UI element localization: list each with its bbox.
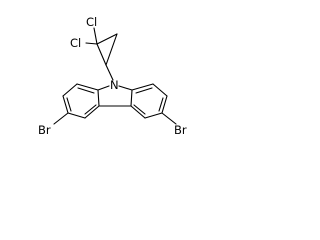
- bond-n-c8a: [118, 85, 133, 91]
- bond-r3: [161, 95, 168, 114]
- bond-r-inner-1: [135, 87, 153, 94]
- bromine-label-right: Br: [174, 123, 187, 137]
- bond-c-br-left: [53, 112, 69, 125]
- bond-ccl-cch2: [96, 33, 118, 45]
- bond-r-inner-2: [158, 97, 164, 112]
- bond-ccl-cl2: [85, 42, 98, 45]
- bond-l-inner-2: [66, 97, 72, 112]
- bond-l4: [67, 112, 86, 119]
- chlorine-label-1: Cl: [86, 15, 97, 29]
- bond-c-br-right: [161, 112, 177, 125]
- chlorine-label-2: Cl: [70, 36, 81, 50]
- bond-ccl-cn: [96, 43, 107, 66]
- bond-r1: [131, 83, 154, 91]
- bond-n-c9a: [97, 85, 110, 91]
- bond-c9a-c4a: [97, 89, 100, 107]
- bond-l-inner-3: [84, 104, 97, 115]
- bond-ccl-cl1: [93, 27, 98, 45]
- bond-l-inner-1: [77, 87, 95, 94]
- bond-n-cyclopropyl: [105, 64, 114, 81]
- pyrrole-ring: [97, 85, 133, 107]
- bond-l5: [84, 105, 100, 119]
- right-benzene-ring: [130, 83, 177, 125]
- bond-l1: [76, 83, 99, 91]
- bromine-label-left: Br: [38, 123, 51, 137]
- bond-l2: [62, 83, 78, 97]
- nitrogen-label: N: [110, 78, 119, 92]
- bond-r2: [152, 83, 168, 97]
- bond-r5: [130, 105, 146, 119]
- bond-r4: [144, 112, 163, 119]
- bond-r-inner-3: [133, 104, 146, 115]
- bond-cch2-cn: [105, 33, 118, 66]
- molecule-canvas: Cl Cl N Br Br: [0, 0, 225, 152]
- bond-c8a-c4b: [130, 89, 133, 107]
- cyclopropane-ring: [85, 27, 118, 66]
- left-benzene-ring: [53, 83, 100, 125]
- bond-l3: [62, 95, 69, 114]
- structure-diagram: Cl Cl N Br Br: [38, 15, 187, 137]
